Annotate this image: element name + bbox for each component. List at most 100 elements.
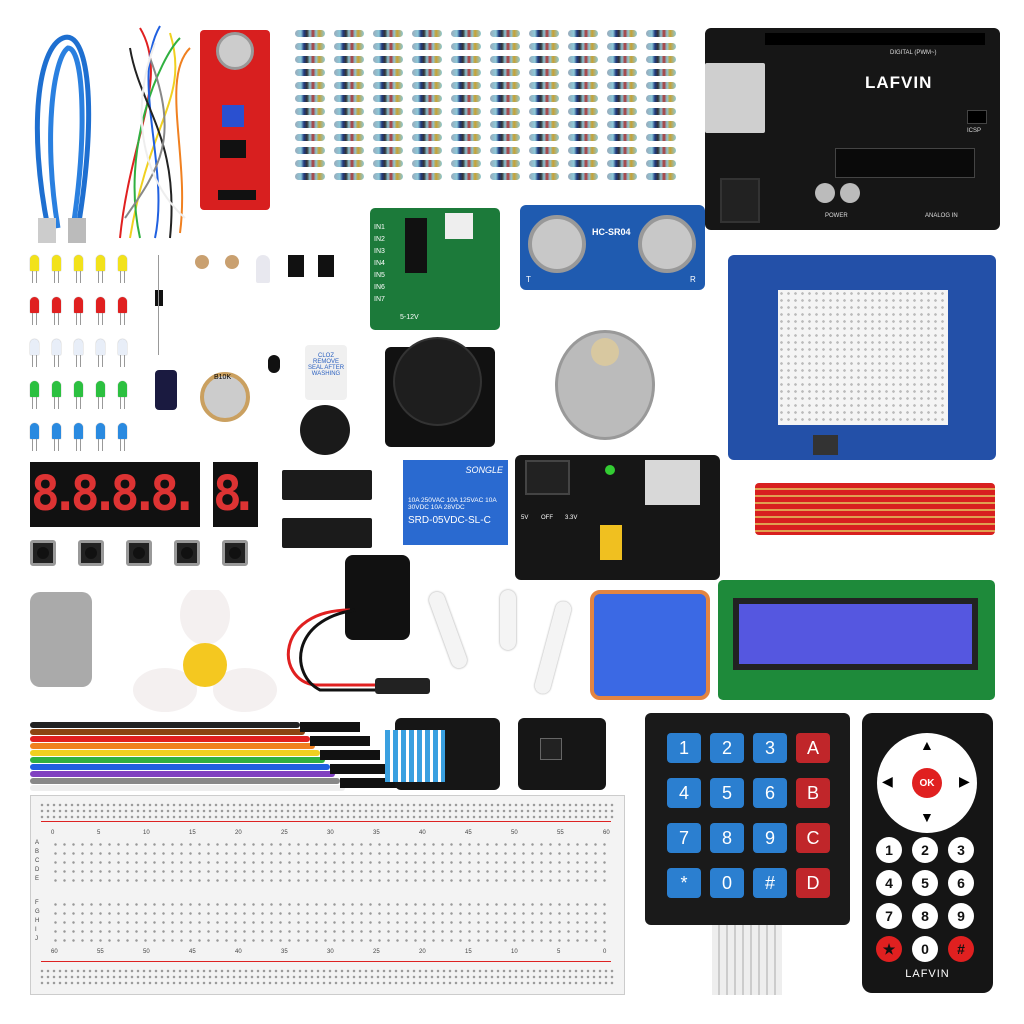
keypad-key-C[interactable]: C xyxy=(796,823,830,853)
led xyxy=(52,423,61,451)
tactile-button[interactable] xyxy=(222,540,248,566)
jumper-wire xyxy=(30,764,330,770)
relay: SONGLE 10A 250VAC 10A 125VAC 10A 30VDC 1… xyxy=(403,460,508,545)
joystick-module[interactable] xyxy=(385,339,495,447)
resistor xyxy=(451,56,481,63)
receiver xyxy=(638,215,696,273)
led xyxy=(30,381,39,409)
led xyxy=(96,339,105,367)
column-number: 10 xyxy=(143,830,150,836)
remote-key[interactable]: 0 xyxy=(912,936,938,962)
row-letter: D xyxy=(35,867,40,873)
sound-sensor-module xyxy=(200,30,270,210)
keypad-key-2[interactable]: 2 xyxy=(710,733,744,763)
resistor xyxy=(295,121,325,128)
resistor xyxy=(568,82,598,89)
column-number: 35 xyxy=(281,949,288,955)
row-letter: B xyxy=(35,849,40,855)
led xyxy=(52,339,61,367)
up-arrow-icon[interactable]: ▲ xyxy=(920,737,934,753)
comparator-chip xyxy=(220,140,246,158)
resistor xyxy=(568,95,598,102)
right-arrow-icon[interactable]: ▶ xyxy=(959,773,970,789)
push-buttons xyxy=(30,540,270,575)
tactile-button[interactable] xyxy=(30,540,56,566)
down-arrow-icon[interactable]: ▼ xyxy=(920,809,934,825)
column-number: 0 xyxy=(603,949,607,955)
ok-button[interactable]: OK xyxy=(912,768,942,798)
led xyxy=(30,297,39,325)
row-letter: A xyxy=(35,840,40,846)
resistor xyxy=(646,30,676,37)
resistor xyxy=(490,56,520,63)
keypad-key-1[interactable]: 1 xyxy=(667,733,701,763)
remote-key[interactable]: 8 xyxy=(912,903,938,929)
tactile-button[interactable] xyxy=(126,540,152,566)
driver-input-label: IN3 xyxy=(374,248,385,255)
power-label: 5-12V xyxy=(400,314,419,321)
power-label: POWER xyxy=(825,213,848,219)
lcd-screen xyxy=(739,604,972,664)
led xyxy=(96,423,105,451)
keypad-key-5[interactable]: 5 xyxy=(710,778,744,808)
resistor xyxy=(607,160,637,167)
resistor xyxy=(451,121,481,128)
driver-input-label: IN5 xyxy=(374,272,385,279)
resistor xyxy=(373,108,403,115)
jumper-wire xyxy=(30,736,310,742)
keypad-key-7[interactable]: 7 xyxy=(667,823,701,853)
icsp-label: ICSP xyxy=(967,128,982,134)
pin-header xyxy=(218,190,256,200)
keypad-key-8[interactable]: 8 xyxy=(710,823,744,853)
resistor xyxy=(295,134,325,141)
keypad-key-B[interactable]: B xyxy=(796,778,830,808)
remote-key[interactable]: # xyxy=(948,936,974,962)
resistor xyxy=(451,134,481,141)
resistor xyxy=(646,108,676,115)
dupont-connector xyxy=(320,750,380,760)
resistor xyxy=(490,95,520,102)
remote-key[interactable]: 1 xyxy=(876,837,902,863)
resistor xyxy=(529,108,559,115)
keypad-key-4[interactable]: 4 xyxy=(667,778,701,808)
column-number: 15 xyxy=(189,830,196,836)
servo-horn xyxy=(500,590,516,650)
remote-key[interactable]: 4 xyxy=(876,870,902,896)
resistor xyxy=(451,160,481,167)
remote-key[interactable]: 3 xyxy=(948,837,974,863)
keypad-key-0[interactable]: 0 xyxy=(710,868,744,898)
left-arrow-icon[interactable]: ◀ xyxy=(882,773,893,789)
remote-key[interactable]: 7 xyxy=(876,903,902,929)
keypad-key-hash[interactable]: # xyxy=(753,868,787,898)
tactile-button[interactable] xyxy=(174,540,200,566)
resistor xyxy=(451,147,481,154)
jumper-wire xyxy=(30,722,300,728)
mini-breadboard xyxy=(778,290,948,425)
keypad-key-9[interactable]: 9 xyxy=(753,823,787,853)
resistor xyxy=(295,82,325,89)
remote-key[interactable]: 2 xyxy=(912,837,938,863)
resistor xyxy=(646,82,676,89)
tactile-button[interactable] xyxy=(78,540,104,566)
remote-key[interactable]: ★ xyxy=(876,936,902,962)
column-number: 25 xyxy=(281,830,288,836)
led xyxy=(118,381,127,409)
ir-receiver xyxy=(540,738,562,760)
resistor xyxy=(568,43,598,50)
jumper-wire xyxy=(30,771,335,777)
remote-key[interactable]: 9 xyxy=(948,903,974,929)
photoresistors xyxy=(195,255,245,350)
remote-key[interactable]: 5 xyxy=(912,870,938,896)
column-number: 50 xyxy=(143,949,150,955)
keypad-key-A[interactable]: A xyxy=(796,733,830,763)
keypad-key-6[interactable]: 6 xyxy=(753,778,787,808)
reset-button[interactable] xyxy=(813,435,838,455)
jumper-wire xyxy=(30,743,315,749)
jumper-wires xyxy=(119,25,191,239)
breadboard-power-module: 5V OFF 3.3V xyxy=(515,455,720,580)
keypad-key-3[interactable]: 3 xyxy=(753,733,787,763)
remote-key[interactable]: 6 xyxy=(948,870,974,896)
keypad-key-D[interactable]: D xyxy=(796,868,830,898)
resistor xyxy=(490,108,520,115)
keypad-key-star[interactable]: * xyxy=(667,868,701,898)
